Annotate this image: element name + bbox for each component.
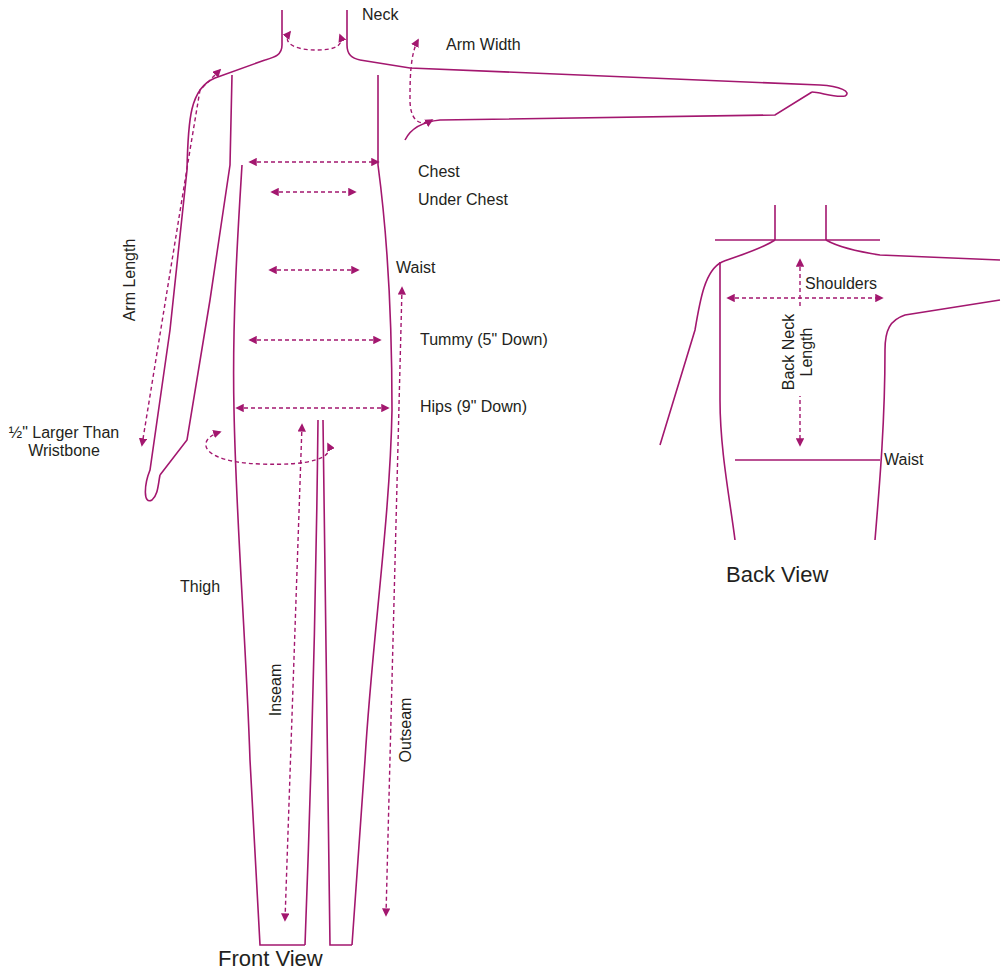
tummy-label: Tummy (5" Down): [420, 331, 548, 349]
body-outline: [145, 10, 1000, 945]
chest-label: Chest: [418, 163, 460, 181]
waist-label: Waist: [396, 259, 435, 277]
view-title: Front View: [218, 946, 323, 971]
under-chest-label: Under Chest: [418, 191, 508, 209]
thigh-label: Thigh: [180, 578, 220, 596]
inseam-label: Inseam: [267, 664, 285, 716]
back-waist-label: Waist: [884, 451, 923, 469]
measure-arrows: [142, 32, 882, 920]
hips-label: Hips (9" Down): [420, 398, 527, 416]
neck-label: Neck: [362, 6, 398, 24]
outseam-label: Outseam: [397, 698, 415, 763]
shoulders-label: Shoulders: [805, 275, 877, 293]
arm-length-label: Arm Length: [121, 239, 139, 322]
arm-width-label: Arm Width: [446, 36, 521, 54]
wrist-note: ½" Larger Than Wristbone: [8, 424, 120, 461]
view-title: Back View: [726, 562, 828, 587]
back-neck-length-label: Back Neck Length: [780, 308, 817, 396]
